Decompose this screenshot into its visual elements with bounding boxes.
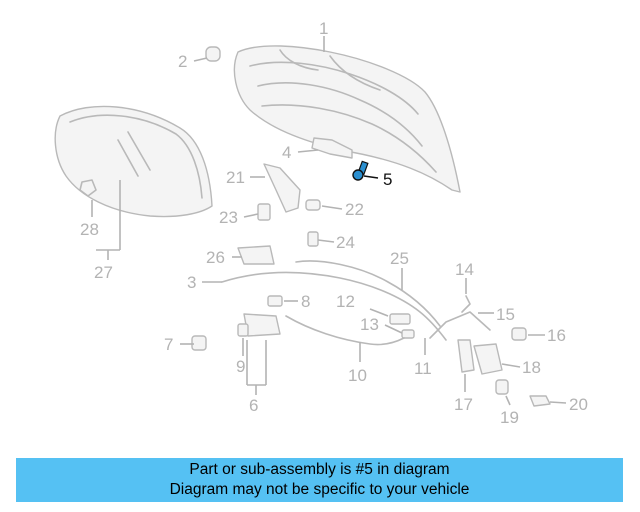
callout-11: 11 — [414, 359, 432, 378]
callout-5: 5 — [383, 170, 392, 189]
callout-3: 3 — [187, 273, 196, 292]
cables — [221, 260, 491, 346]
callout-12: 12 — [336, 292, 355, 311]
callout-numbers: 1 2 3 4 5 6 7 8 9 10 11 12 13 14 15 16 1… — [80, 19, 588, 427]
callout-18: 18 — [522, 358, 541, 377]
callout-4: 4 — [282, 143, 291, 162]
banner-line-1: Part or sub-assembly is #5 in diagram — [189, 461, 450, 478]
callout-25: 25 — [390, 249, 409, 268]
banner-line-2: Diagram may not be specific to your vehi… — [169, 481, 470, 498]
callout-15: 15 — [496, 305, 515, 324]
callout-27: 27 — [94, 263, 113, 282]
leader-lines — [91, 36, 567, 406]
callout-10: 10 — [348, 366, 367, 385]
callout-23: 23 — [219, 208, 238, 227]
callout-22: 22 — [345, 200, 364, 219]
callout-26: 26 — [206, 248, 225, 267]
bolt-part-5 — [352, 160, 369, 181]
callout-13: 13 — [360, 315, 379, 334]
small-parts — [79, 46, 551, 407]
callout-17: 17 — [454, 395, 473, 414]
hood-panel — [233, 45, 461, 193]
callout-6: 6 — [249, 396, 258, 415]
callout-19: 19 — [500, 408, 519, 427]
callout-20: 20 — [569, 395, 588, 414]
hood-insulator — [54, 105, 213, 218]
callout-9: 9 — [236, 357, 245, 376]
callout-16: 16 — [547, 326, 566, 345]
callout-2: 2 — [178, 52, 187, 71]
parts-diagram: 1 2 3 4 5 6 7 8 9 10 11 12 13 14 15 16 1… — [54, 19, 588, 427]
callout-28: 28 — [80, 220, 99, 239]
callout-24: 24 — [336, 233, 355, 252]
callout-7: 7 — [164, 335, 173, 354]
callout-21: 21 — [226, 168, 245, 187]
info-banner: Part or sub-assembly is #5 in diagram Di… — [16, 458, 623, 502]
callout-8: 8 — [301, 292, 310, 311]
callout-14: 14 — [455, 260, 474, 279]
callout-1: 1 — [319, 19, 328, 38]
